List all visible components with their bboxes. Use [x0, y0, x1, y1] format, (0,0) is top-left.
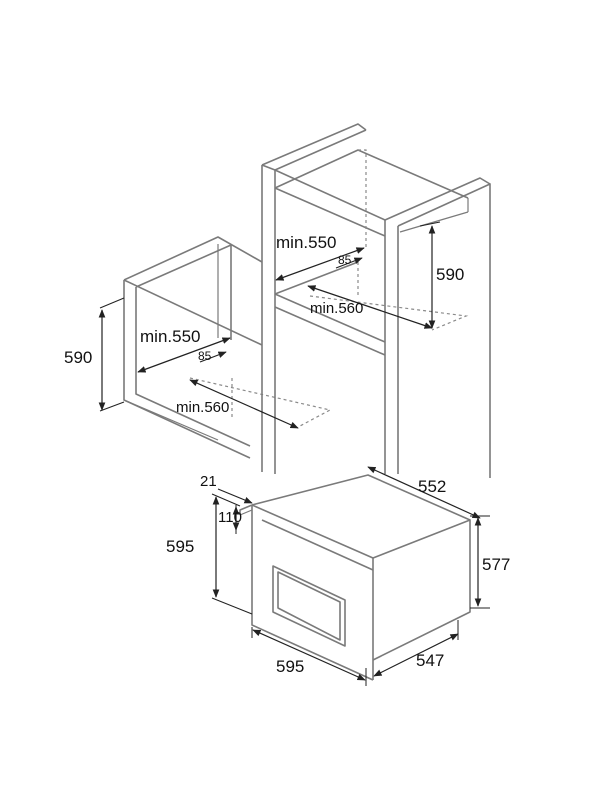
oven — [239, 474, 471, 681]
label-column-niche-vent: 85 — [338, 253, 352, 267]
label-left-niche-height: 590 — [64, 348, 92, 367]
label-oven-panel-top: 110 — [218, 509, 242, 526]
label-oven-front-height: 595 — [166, 537, 194, 556]
left-cabinet — [123, 236, 332, 459]
label-left-niche-width: min.550 — [140, 327, 200, 346]
label-left-niche-vent: 85 — [198, 349, 212, 363]
dimension-labels: 590 min.550 85 min.560 min.550 85 590 mi… — [64, 233, 510, 676]
label-oven-total-depth: 547 — [416, 651, 444, 670]
label-oven-panel-thickness: 21 — [200, 473, 217, 490]
column-cabinet — [261, 123, 491, 478]
label-oven-body-depth: 552 — [418, 477, 446, 496]
label-column-niche-height: 590 — [436, 265, 464, 284]
label-oven-body-height: 577 — [482, 555, 510, 574]
label-column-niche-width: min.550 — [276, 233, 336, 252]
label-oven-front-width: 595 — [276, 657, 304, 676]
label-column-niche-depth: min.560 — [310, 300, 363, 317]
dimension-lines — [98, 221, 490, 686]
label-left-niche-depth: min.560 — [176, 399, 229, 416]
